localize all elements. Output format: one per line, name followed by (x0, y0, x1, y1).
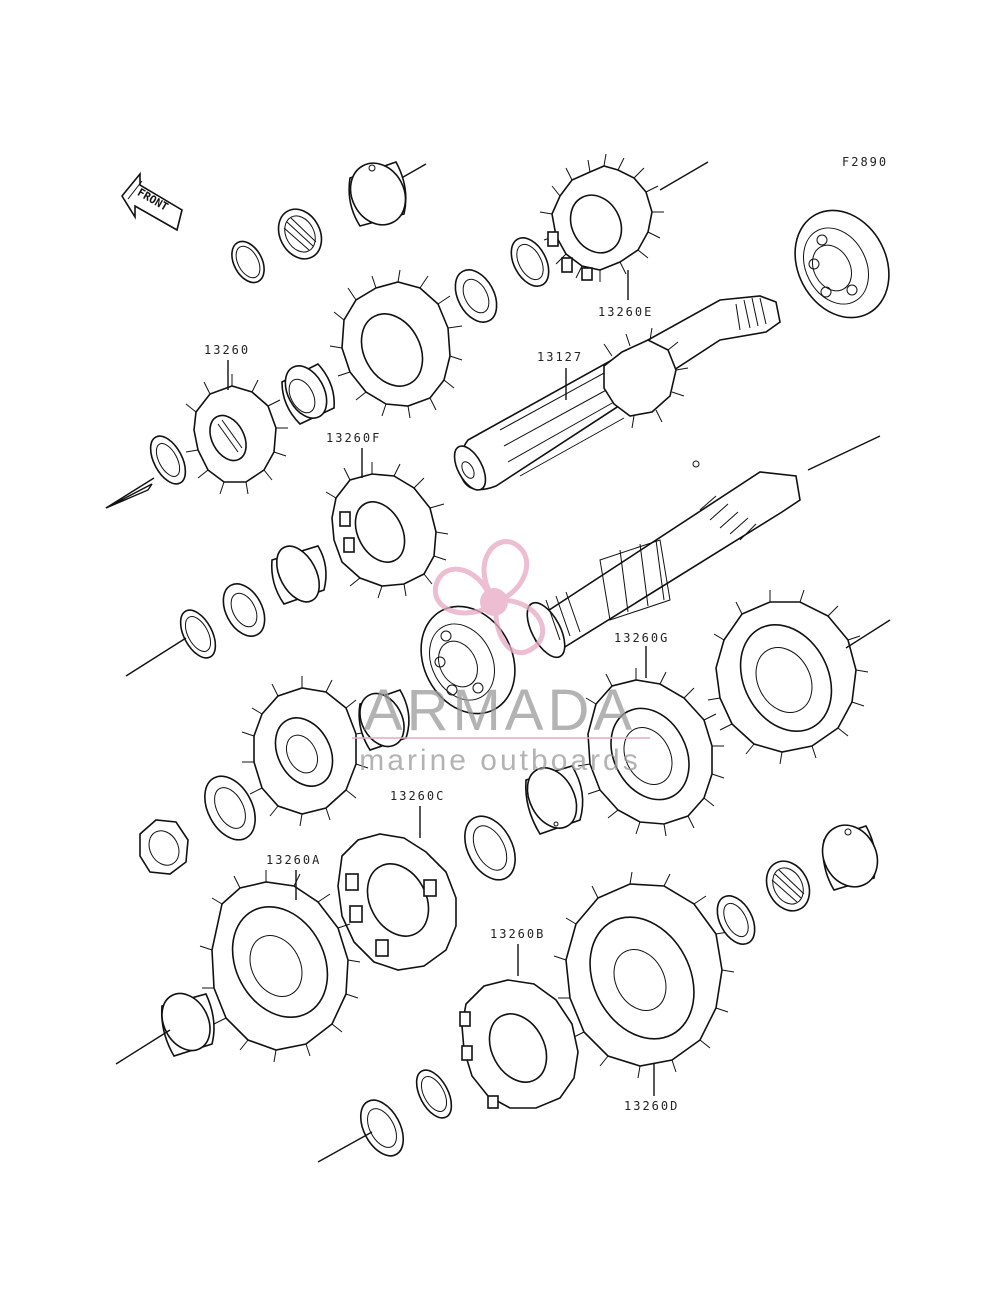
ball-bearing-top (794, 209, 890, 319)
collar (348, 161, 407, 227)
label-13260G: 13260G (614, 631, 669, 645)
propeller-logo-icon (432, 539, 546, 655)
thrust-washer-right (716, 895, 756, 945)
gear-large-top (329, 269, 463, 419)
snap-ring (231, 240, 265, 284)
watermark-tagline: marine outboards (359, 744, 640, 777)
circlip (510, 237, 550, 287)
splined-washer (454, 269, 498, 323)
label-13127: 13127 (537, 350, 583, 364)
label-13260E: 13260E (598, 305, 653, 319)
gear-13260B (459, 979, 579, 1109)
diagram-code: F2890 (842, 155, 888, 169)
gear-large-right (707, 589, 869, 765)
gear-13260A (199, 870, 361, 1063)
label-13260: 13260 (204, 343, 250, 357)
bushing-lower (358, 689, 410, 751)
label-13260C: 13260C (390, 789, 445, 803)
shaft-13127 (453, 295, 781, 491)
thrust-washer-center (464, 815, 516, 881)
bushing-mid (270, 545, 327, 605)
splined-washer-mid (222, 583, 266, 637)
label-13260A: 13260A (266, 853, 321, 867)
needle-bearing-lower (765, 860, 811, 912)
label-13260D: 13260D (624, 1099, 679, 1113)
circlip-mid (179, 609, 217, 659)
gear-13260F (325, 462, 449, 599)
thrust-washer-left (149, 435, 187, 485)
gear-13260C (337, 833, 457, 971)
front-arrow-icon: FRONT (121, 171, 183, 232)
label-13260B: 13260B (490, 927, 545, 941)
gear-13260G (577, 668, 725, 837)
bushing-center (524, 765, 584, 835)
splined-washer-lower (204, 775, 256, 841)
label-13260F: 13260F (326, 431, 381, 445)
bushing-top-left (281, 363, 335, 425)
bushing-lower-left (160, 992, 215, 1057)
gear-13260 (185, 374, 288, 495)
ball-bearing-center (420, 605, 516, 715)
thrust-washer-lower (359, 1099, 405, 1157)
gear-13260D (553, 871, 735, 1079)
watermark-brand: ARMADA (364, 678, 636, 743)
sprocket (241, 676, 369, 827)
gear-13260E (539, 153, 664, 282)
circlip-lower (415, 1069, 453, 1119)
watermark-logo: ARMADA marine outboards (352, 539, 650, 777)
nut (139, 819, 189, 875)
collar-lower (821, 824, 879, 891)
needle-bearing (277, 208, 323, 260)
